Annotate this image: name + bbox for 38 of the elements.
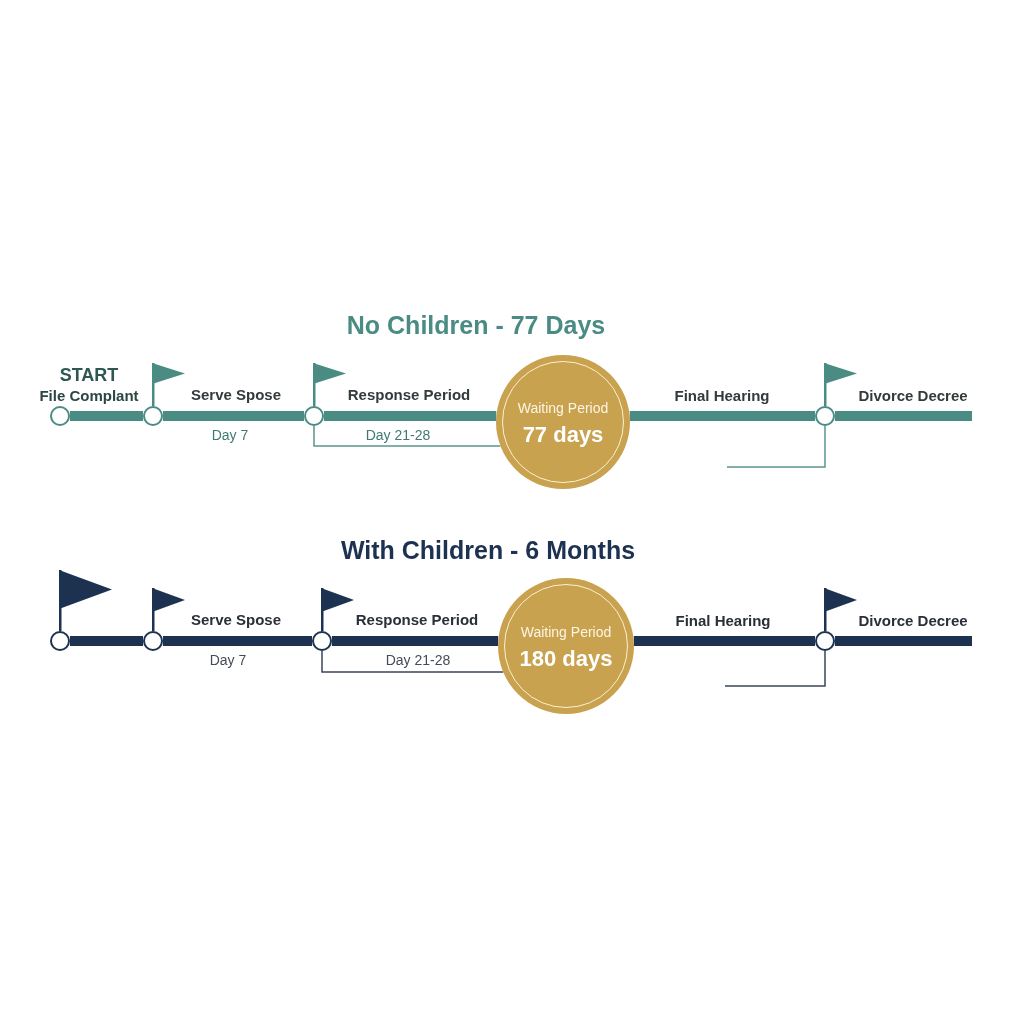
timeline-segment: [835, 411, 972, 421]
stage-label: Final Hearing: [675, 612, 771, 630]
section-heading: No Children - 77 Days: [346, 310, 606, 340]
stage-label: Divorce Decree: [858, 387, 968, 405]
day-label: Day 7: [211, 426, 249, 444]
milestone-label: START: [59, 364, 119, 386]
milestone-circle: [304, 406, 324, 426]
timeline-segment: [324, 411, 497, 421]
timeline-segment: [70, 411, 143, 421]
day-label: Day 7: [209, 651, 247, 669]
section-heading: With Children - 6 Months: [340, 535, 636, 565]
milestone-circle: [143, 406, 163, 426]
timeline-segment: [629, 411, 815, 421]
duration-label: 77 days: [522, 422, 604, 448]
timeline-segment: [163, 636, 312, 646]
milestone-circle: [815, 406, 835, 426]
stage-label: Serve Spose: [190, 611, 282, 629]
stage-label: Response Period: [347, 386, 471, 404]
timeline-segment: [332, 636, 499, 646]
timeline-segment: [70, 636, 143, 646]
timeline-segment: [835, 636, 972, 646]
period-label: Waiting Period: [517, 400, 609, 417]
milestone-circle: [312, 631, 332, 651]
stage-label: Serve Spose: [190, 386, 282, 404]
duration-label: 180 days: [519, 646, 613, 672]
milestone-circle: [50, 631, 70, 651]
milestone-label: File Complant: [39, 387, 139, 405]
stage-label: Divorce Decree: [858, 612, 968, 630]
milestone-circle: [50, 406, 70, 426]
day-label: Day 21-28: [385, 651, 451, 669]
timeline-segment: [633, 636, 815, 646]
milestone-circle: [143, 631, 163, 651]
period-label: Waiting Period: [520, 624, 612, 641]
milestone-circle: [815, 631, 835, 651]
stage-label: Response Period: [355, 611, 479, 629]
stage-label: Final Hearing: [674, 387, 770, 405]
timeline-segment: [163, 411, 304, 421]
day-label: Day 21-28: [365, 426, 431, 444]
